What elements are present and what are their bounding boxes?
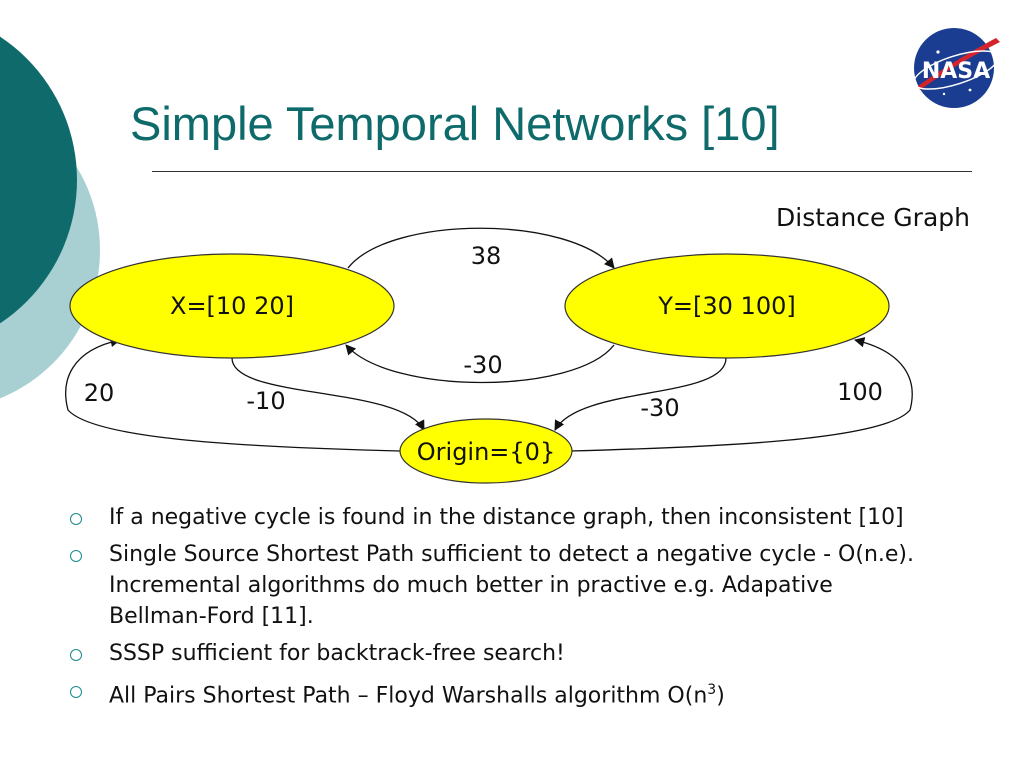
edge-y-to-origin [554, 357, 727, 431]
bullet-circle-icon [70, 550, 82, 562]
logo-star-2 [968, 88, 972, 92]
edge-label-x-to-y: 38 [471, 242, 502, 270]
logo-orbit [913, 50, 999, 90]
bullet-text: If a negative cycle is found in the dist… [109, 505, 904, 530]
edge-y-to-x [345, 344, 615, 384]
graph-caption: Distance Graph [776, 203, 970, 232]
edge-label-origin-to-x: 20 [84, 379, 115, 407]
bullet-superscript: 3 [707, 682, 717, 698]
edge-origin-to-y [569, 337, 913, 452]
node-y [564, 253, 890, 359]
node-x-label: X=[10 20] [170, 292, 294, 320]
bullet-text-end: ) [716, 683, 725, 709]
bullet-circle-icon [70, 513, 82, 525]
bullet-circle-icon [70, 686, 82, 698]
logo-text: NASA [922, 59, 990, 84]
bullet-item: Single Source Shortest Path sufficient t… [70, 539, 930, 632]
distance-graph: X=[10 20] Y=[30 100] Origin={0} 38 -30 2… [65, 227, 913, 484]
slide-title: Simple Temporal Networks [10] [130, 97, 780, 150]
bullet-item: SSSP sufficient for backtrack-free searc… [70, 638, 930, 669]
node-x [69, 253, 395, 359]
bullet-item: All Pairs Shortest Path – Floyd Warshall… [70, 675, 930, 711]
edge-x-to-y [347, 227, 615, 269]
bullet-text: All Pairs Shortest Path – Floyd Warshall… [109, 683, 708, 709]
bullet-text: SSSP sufficient for backtrack-free searc… [109, 641, 565, 666]
edge-label-y-to-origin: -30 [640, 394, 679, 422]
logo-star-1 [936, 50, 940, 54]
node-origin [399, 418, 573, 484]
bullet-circle-icon [70, 649, 82, 661]
edge-x-to-origin [231, 357, 425, 431]
bullet-text: Single Source Shortest Path sufficient t… [109, 542, 915, 629]
node-origin-label: Origin={0} [417, 438, 555, 466]
logo-globe [914, 28, 994, 108]
node-y-label: Y=[30 100] [657, 292, 795, 320]
edge-label-origin-to-y: 100 [837, 378, 883, 406]
dark-teal-circle [0, 36, 77, 324]
nasa-logo: NASA [913, 28, 1000, 108]
logo-star-3 [942, 92, 946, 96]
edge-label-x-to-origin: -10 [246, 387, 285, 415]
edge-origin-to-x [65, 336, 401, 452]
title-divider [152, 171, 972, 172]
edge-label-y-to-x: -30 [463, 351, 502, 379]
bullet-item: If a negative cycle is found in the dist… [70, 502, 930, 533]
bullet-list: If a negative cycle is found in the dist… [70, 502, 930, 717]
